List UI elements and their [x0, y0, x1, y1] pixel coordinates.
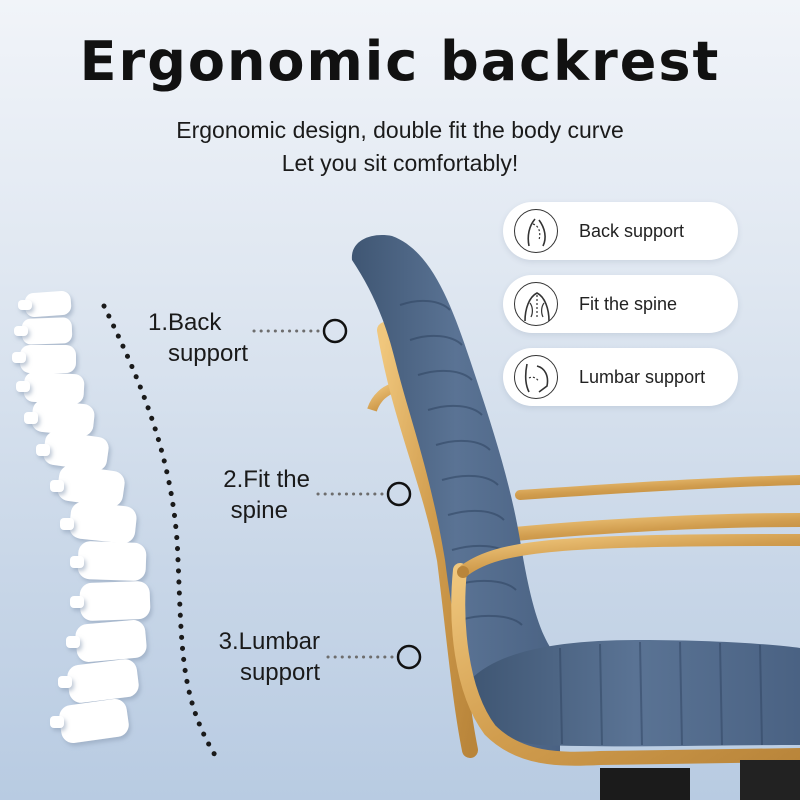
- callout-marker-1: [322, 318, 348, 344]
- subtitle: Ergonomic design, double fit the body cu…: [0, 114, 800, 180]
- callout-marker-2: [386, 481, 412, 507]
- subtitle-line-2: Let you sit comfortably!: [281, 150, 519, 176]
- callout-fit-spine: 2.Fit the spine: [180, 464, 310, 526]
- callout-label-line2: support: [239, 659, 320, 686]
- feature-back-support: Back support: [503, 202, 738, 260]
- lumbar-support-icon: [514, 355, 558, 399]
- feature-label: Lumbar support: [579, 367, 706, 387]
- callout-back-support: 1.Back support: [120, 307, 248, 369]
- callout-label-line1: 1.Back: [148, 309, 222, 336]
- back-support-icon: [514, 209, 558, 253]
- callout-label-line2: spine: [230, 497, 288, 524]
- feature-lumbar-support: Lumbar support: [503, 348, 738, 406]
- callout-label-line1: 3.Lumbar: [218, 628, 320, 655]
- callout-marker-3: [396, 644, 422, 670]
- callout-lumbar-support: 3.Lumbar support: [180, 626, 320, 688]
- feature-fit-spine: Fit the spine: [503, 275, 738, 333]
- feature-label: Back support: [579, 221, 685, 241]
- callout-label-line2: support: [167, 340, 248, 367]
- page-title: Ergonomic backrest: [79, 30, 721, 93]
- callout-label-line1: 2.Fit the: [223, 466, 310, 493]
- feature-label: Fit the spine: [579, 294, 678, 314]
- fit-spine-icon: [514, 282, 558, 326]
- subtitle-line-1: Ergonomic design, double fit the body cu…: [176, 117, 624, 143]
